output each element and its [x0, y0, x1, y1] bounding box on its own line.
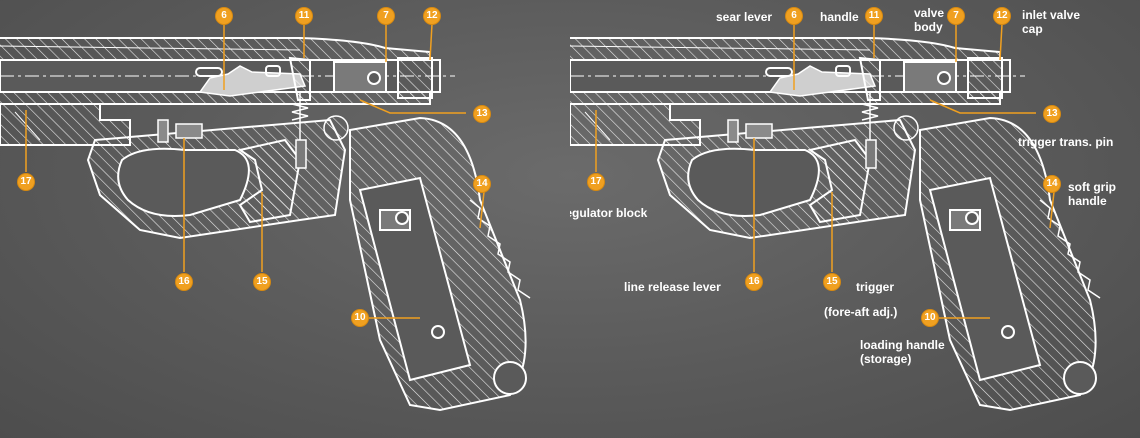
cutaway-drawing — [0, 23, 526, 410]
trigger — [237, 138, 302, 224]
label-sear-lever: sear lever — [716, 10, 773, 24]
callout-6: 6 — [786, 8, 802, 24]
callout-17: 17 — [588, 174, 604, 190]
label-power-regulator-block: power regulator block — [570, 206, 648, 220]
power-regulator-block — [570, 103, 701, 146]
callout-11: 11 — [296, 8, 312, 24]
label-trigger: trigger — [856, 280, 895, 294]
trigger-frame — [86, 118, 347, 240]
callout-17: 17 — [18, 174, 34, 190]
leader-lines — [595, 23, 1055, 319]
line-release-lever — [157, 119, 203, 143]
callout-13: 13 — [474, 106, 490, 122]
valve-body — [288, 56, 387, 101]
callout-14: 14 — [1044, 176, 1060, 192]
callout-16: 16 — [746, 274, 762, 290]
callout-11: 11 — [866, 8, 882, 24]
label-line-release-lever: line release lever — [624, 280, 721, 294]
diagram-panel-unlabeled: 6 11 7 12 13 14 16 15 10 17 — [0, 8, 526, 410]
callout-13: 13 — [1044, 106, 1060, 122]
diagram-panel-labeled: 6 11 7 12 13 14 16 15 10 17 sear lever h… — [570, 0, 1140, 438]
inlet-valve-cap — [397, 57, 433, 99]
callout-12: 12 — [424, 8, 440, 24]
slot-pins — [195, 65, 281, 77]
label-trigger-adj: (fore-aft adj.) — [824, 305, 898, 319]
label-inlet-valve-cap: inlet valve cap — [1022, 8, 1081, 36]
callout-6: 6 — [216, 8, 232, 24]
callout-7: 7 — [378, 8, 394, 24]
loading-handle — [358, 176, 472, 382]
trigger — [807, 138, 872, 224]
valve-body — [858, 56, 957, 101]
callout-14: 14 — [474, 176, 490, 192]
callout-15: 15 — [254, 274, 270, 290]
callout-7: 7 — [948, 8, 964, 24]
callout-15: 15 — [824, 274, 840, 290]
inlet-valve-cap — [967, 57, 1003, 99]
cutaway-drawing — [570, 23, 1101, 412]
trigger-trans-pin — [291, 92, 349, 169]
line-release-lever — [727, 119, 773, 143]
label-handle: handle — [820, 10, 859, 24]
label-soft-grip-handle: soft grip handle — [1068, 180, 1116, 208]
trigger-trans-pin — [861, 92, 919, 169]
loading-handle — [928, 176, 1042, 382]
callout-10: 10 — [352, 310, 368, 326]
callout-16: 16 — [176, 274, 192, 290]
callout-10: 10 — [922, 310, 938, 326]
power-regulator-block — [0, 103, 131, 146]
slot-pins — [765, 65, 851, 77]
label-trigger-trans-pin: trigger trans. pin — [1018, 135, 1114, 149]
leader-lines — [25, 23, 485, 319]
label-loading-handle: loading handle (storage) — [860, 338, 945, 366]
trigger-frame — [656, 118, 917, 240]
label-valve-body: valve body — [914, 6, 945, 34]
callout-12: 12 — [994, 8, 1010, 24]
